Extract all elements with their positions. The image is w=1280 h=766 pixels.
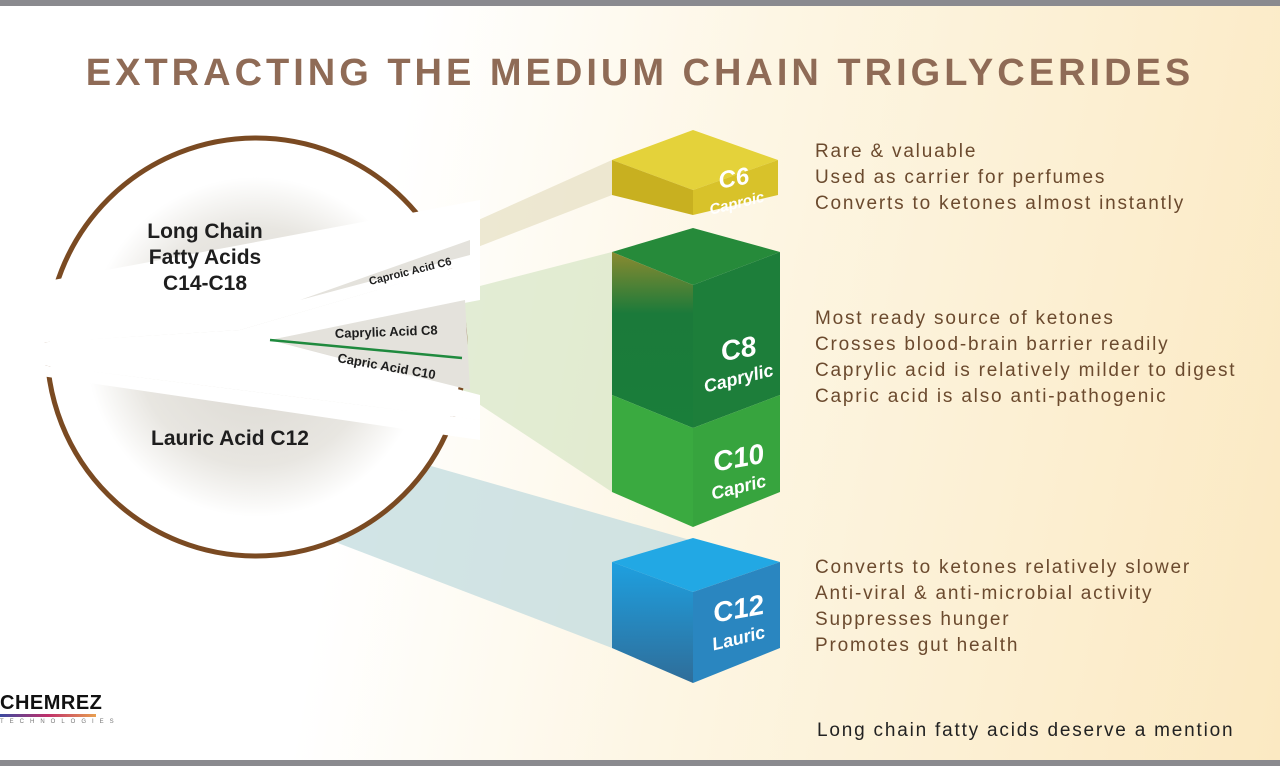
cube-c6: C6 Caproic (612, 130, 778, 219)
cube-c12: C12 Lauric (612, 538, 780, 683)
c12-description: Converts to ketones relatively slower An… (815, 555, 1191, 659)
top-border (0, 0, 1280, 6)
desc-line: Promotes gut health (815, 635, 1020, 656)
c6-description: Rare & valuable Used as carrier for perf… (815, 139, 1185, 217)
desc-line: Most ready source of ketones (815, 308, 1115, 329)
desc-line: Suppresses hunger (815, 609, 1011, 630)
desc-line: Crosses blood-brain barrier readily (815, 334, 1170, 355)
desc-line: Used as carrier for perfumes (815, 167, 1107, 188)
caprylic-label: Caprylic Acid C8 (335, 322, 438, 341)
logo-name: CHEMREZ (0, 692, 103, 714)
desc-line: Converts to ketones relatively slower (815, 557, 1192, 578)
cube-c8-c10: C8 Caprylic C10 Capric (612, 228, 780, 527)
footer-note: Long chain fatty acids deserve a mention (817, 720, 1235, 741)
c8-code: C8 (718, 330, 759, 367)
logo-sub: TECHNOLOGIES (0, 719, 120, 725)
page-title: EXTRACTING THE MEDIUM CHAIN TRIGLYCERIDE… (85, 52, 1195, 94)
chemrez-logo: CHEMREZ TECHNOLOGIES (0, 692, 120, 725)
bottom-border (0, 760, 1280, 766)
desc-line: Caprylic acid is relatively milder to di… (815, 360, 1237, 381)
c8-c10-description: Most ready source of ketones Crosses blo… (815, 306, 1236, 410)
desc-line: Rare & valuable (815, 141, 978, 162)
desc-line: Capric acid is also anti-pathogenic (815, 386, 1168, 407)
lauric-label: Lauric Acid C12 (151, 427, 309, 450)
c6-code: C6 (716, 163, 752, 195)
logo-bar (0, 714, 96, 717)
coconut-image (0, 135, 480, 559)
desc-line: Converts to ketones almost instantly (815, 193, 1185, 214)
beam-lauric (330, 460, 690, 648)
desc-line: Anti-viral & anti-microbial activity (815, 583, 1154, 604)
